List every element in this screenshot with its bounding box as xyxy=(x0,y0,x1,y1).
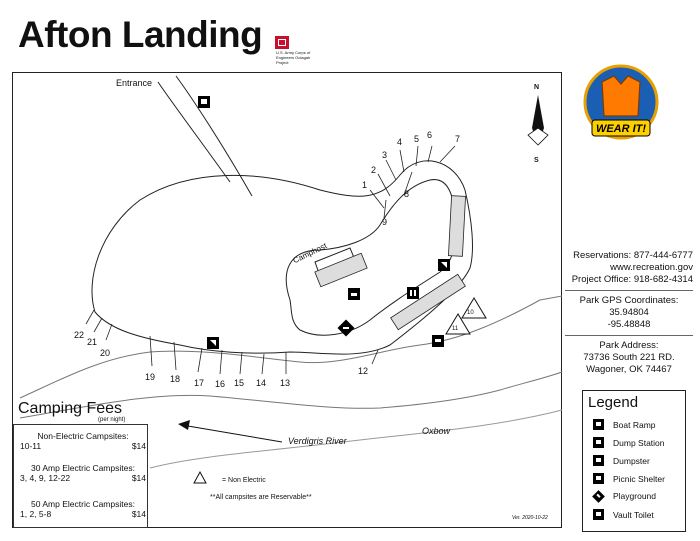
river-label: Verdigris River xyxy=(288,436,348,446)
river-bank-lower xyxy=(149,409,563,469)
legend-title: Legend xyxy=(588,394,639,411)
campsite-9: 9 xyxy=(382,217,387,227)
picnic-shelter-icon xyxy=(348,288,360,300)
gps-latitude: 35.94804 xyxy=(609,307,649,318)
parking-pad xyxy=(314,252,368,288)
legend-dumpster: Dumpster xyxy=(593,455,650,466)
camphost-label: Camphost xyxy=(292,241,329,265)
camping-fees-title: Camping Fees xyxy=(18,400,123,417)
campsite-1: 1 xyxy=(362,180,367,190)
vault-toilet-icon xyxy=(593,509,604,520)
fee-group-30-amp: 30 Amp Electric Campsites: 3, 4, 9, 12-2… xyxy=(20,463,146,483)
legend-playground: Playground xyxy=(592,489,656,503)
campsite-5: 5 xyxy=(414,134,419,144)
river-flow-arrow xyxy=(178,420,283,443)
wear-it-logo: WEAR IT! xyxy=(583,64,659,140)
svg-text:10: 10 xyxy=(467,310,474,316)
reservable-note: **All campsites are Reservable** xyxy=(210,494,312,501)
campground-loop-outer xyxy=(91,160,473,355)
parking-pad xyxy=(390,273,466,331)
camping-fees-subtitle: (per night) xyxy=(98,417,126,423)
reservations-website[interactable]: www.recreation.gov xyxy=(610,262,693,273)
non-electric-site-10: 10 xyxy=(461,297,487,319)
legend-vault-toilet: Vault Toilet xyxy=(593,509,654,520)
oxbow-label: Oxbow xyxy=(422,426,451,436)
river-north-bank xyxy=(19,295,563,399)
address-line2: Wagoner, OK 74467 xyxy=(586,364,672,375)
entrance-road-edge xyxy=(175,75,253,197)
dumpster-icon xyxy=(207,337,219,349)
life-jacket-icon xyxy=(601,75,641,117)
campsite-21: 21 xyxy=(87,337,97,347)
campsite-22: 22 xyxy=(74,330,84,340)
legend-dump-station: Dump Station xyxy=(593,437,665,448)
river-south-bank xyxy=(19,371,563,419)
usace-castle-logo xyxy=(275,36,289,49)
version-stamp: Ver. 2020-10-22 xyxy=(512,515,548,521)
playground-icon xyxy=(592,489,605,503)
south-label: S xyxy=(534,157,539,164)
campsite-4: 4 xyxy=(397,137,402,147)
dumpster-icon xyxy=(438,259,450,271)
dump-station-icon xyxy=(593,437,604,448)
campsite-19: 19 xyxy=(145,372,155,382)
campsite-7: 7 xyxy=(455,134,460,144)
north-arrow-icon xyxy=(527,95,549,146)
legend-picnic-shelter: Picnic Shelter xyxy=(593,473,665,484)
non-electric-triangle-icon xyxy=(193,470,207,484)
svg-text:WEAR IT!: WEAR IT! xyxy=(596,123,646,135)
page-title: Afton Landing xyxy=(18,14,263,55)
gps-label: Park GPS Coordinates: xyxy=(579,295,679,306)
campsite-8: 8 xyxy=(404,189,409,199)
campsite-14: 14 xyxy=(256,378,266,388)
non-electric-site-11: 11 xyxy=(445,313,471,335)
dumpster-icon xyxy=(593,455,604,466)
non-electric-note: = Non Electric xyxy=(222,477,266,484)
campsite-6: 6 xyxy=(427,130,432,140)
reservations-phone: Reservations: 877-444-6777 xyxy=(573,250,693,261)
fee-group-non-electric: Non-Electric Campsites: 10-11$14 xyxy=(20,431,146,451)
map-frame xyxy=(12,72,562,528)
campsite-20: 20 xyxy=(100,348,110,358)
address-label: Park Address: xyxy=(599,340,659,351)
entrance-label: Entrance xyxy=(116,78,152,88)
boat-ramp-icon xyxy=(432,335,444,347)
campsite-15: 15 xyxy=(234,378,244,388)
parking-pad xyxy=(448,195,466,257)
map-legend: Legend Boat Ramp Dump Station Dumpster P… xyxy=(582,390,686,532)
legend-boat-ramp: Boat Ramp xyxy=(593,419,656,430)
gps-longitude: -95.48848 xyxy=(607,319,651,330)
north-label: N xyxy=(534,84,539,91)
campground-loop-inner xyxy=(285,179,456,336)
campsite-18: 18 xyxy=(170,374,180,384)
entrance-road xyxy=(157,81,231,183)
campsite-2: 2 xyxy=(371,165,376,175)
fee-group-50-amp: 50 Amp Electric Campsites: 1, 2, 5-8$14 xyxy=(20,499,146,519)
campsite-3: 3 xyxy=(382,150,387,160)
boat-ramp-icon xyxy=(593,419,604,430)
playground-icon xyxy=(337,319,355,337)
campsite-16: 16 xyxy=(215,379,225,389)
svg-text:11: 11 xyxy=(452,326,459,332)
usace-logo-text: U.S. Army Corps of Engineers Oolagah Pro… xyxy=(276,50,311,65)
picnic-shelter-icon xyxy=(593,473,604,484)
campsite-12: 12 xyxy=(358,366,368,376)
campsite-spurs xyxy=(85,145,456,375)
dump-station-icon xyxy=(198,96,210,108)
address-line1: 73736 South 221 RD. xyxy=(583,352,675,363)
campsite-13: 13 xyxy=(280,378,290,388)
camping-fees-box: Non-Electric Campsites: 10-11$14 30 Amp … xyxy=(13,424,148,528)
campsite-17: 17 xyxy=(194,378,204,388)
project-office-phone: Project Office: 918-682-4314 xyxy=(571,274,693,285)
park-info-panel: Reservations: 877-444-6777 www.recreatio… xyxy=(565,250,693,376)
vault-toilet-icon xyxy=(407,287,419,299)
